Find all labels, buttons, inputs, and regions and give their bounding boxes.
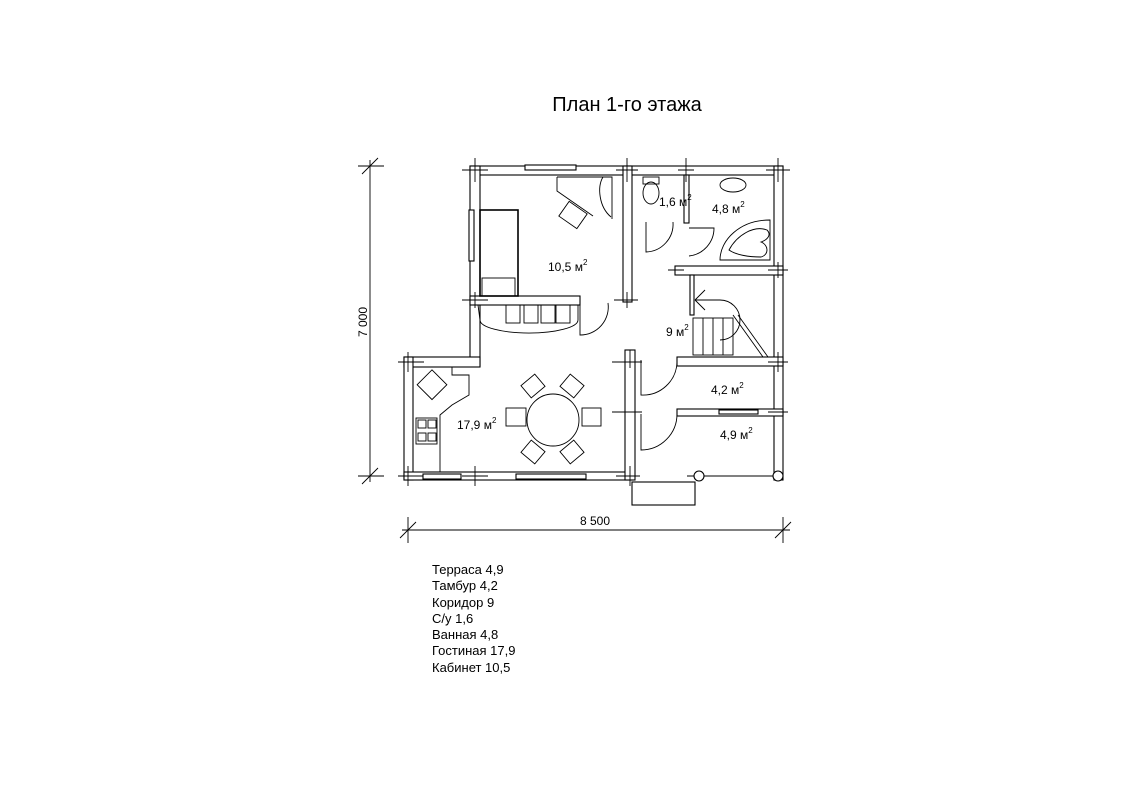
legend-item: С/у 1,6 — [432, 610, 474, 626]
legend-item: Ванная 4,8 — [432, 627, 499, 643]
room-area-corridor: 9 м2 — [666, 323, 689, 339]
doors — [579, 221, 715, 451]
room-labels: 10,5 м2 1,6 м2 4,8 м2 9 м2 17,9 м2 4,2 м… — [457, 193, 753, 442]
legend-item: Терраса 4,9 — [432, 562, 504, 577]
room-legend: Терраса 4,9 Тамбур 4,2 Коридор 9 С/у 1,6… — [432, 562, 515, 676]
legend-item: Тамбур 4,2 — [432, 578, 498, 594]
room-area-kabinet: 10,5 м2 — [548, 258, 588, 274]
room-area-vestibule: 4,2 м2 — [711, 381, 744, 397]
furniture — [414, 176, 771, 472]
legend-item: Коридор 9 — [432, 594, 495, 610]
windows — [422, 164, 759, 480]
room-area-bathroom: 4,8 м2 — [712, 200, 745, 216]
room-area-terrace: 4,9 м2 — [720, 426, 753, 442]
legend-item: Кабинет 10,5 — [432, 659, 511, 675]
height-dimension-label: 7 000 — [356, 307, 370, 337]
width-dimension: 8 500 — [399, 514, 792, 543]
height-dimension: 7 000 — [356, 157, 384, 485]
room-area-living: 17,9 м2 — [457, 416, 497, 432]
width-dimension-label: 8 500 — [580, 514, 610, 528]
plan-title: План 1-го этажа — [552, 94, 702, 116]
legend-item: Гостиная 17,9 — [432, 643, 516, 659]
room-area-wc: 1,6 м2 — [659, 193, 692, 209]
